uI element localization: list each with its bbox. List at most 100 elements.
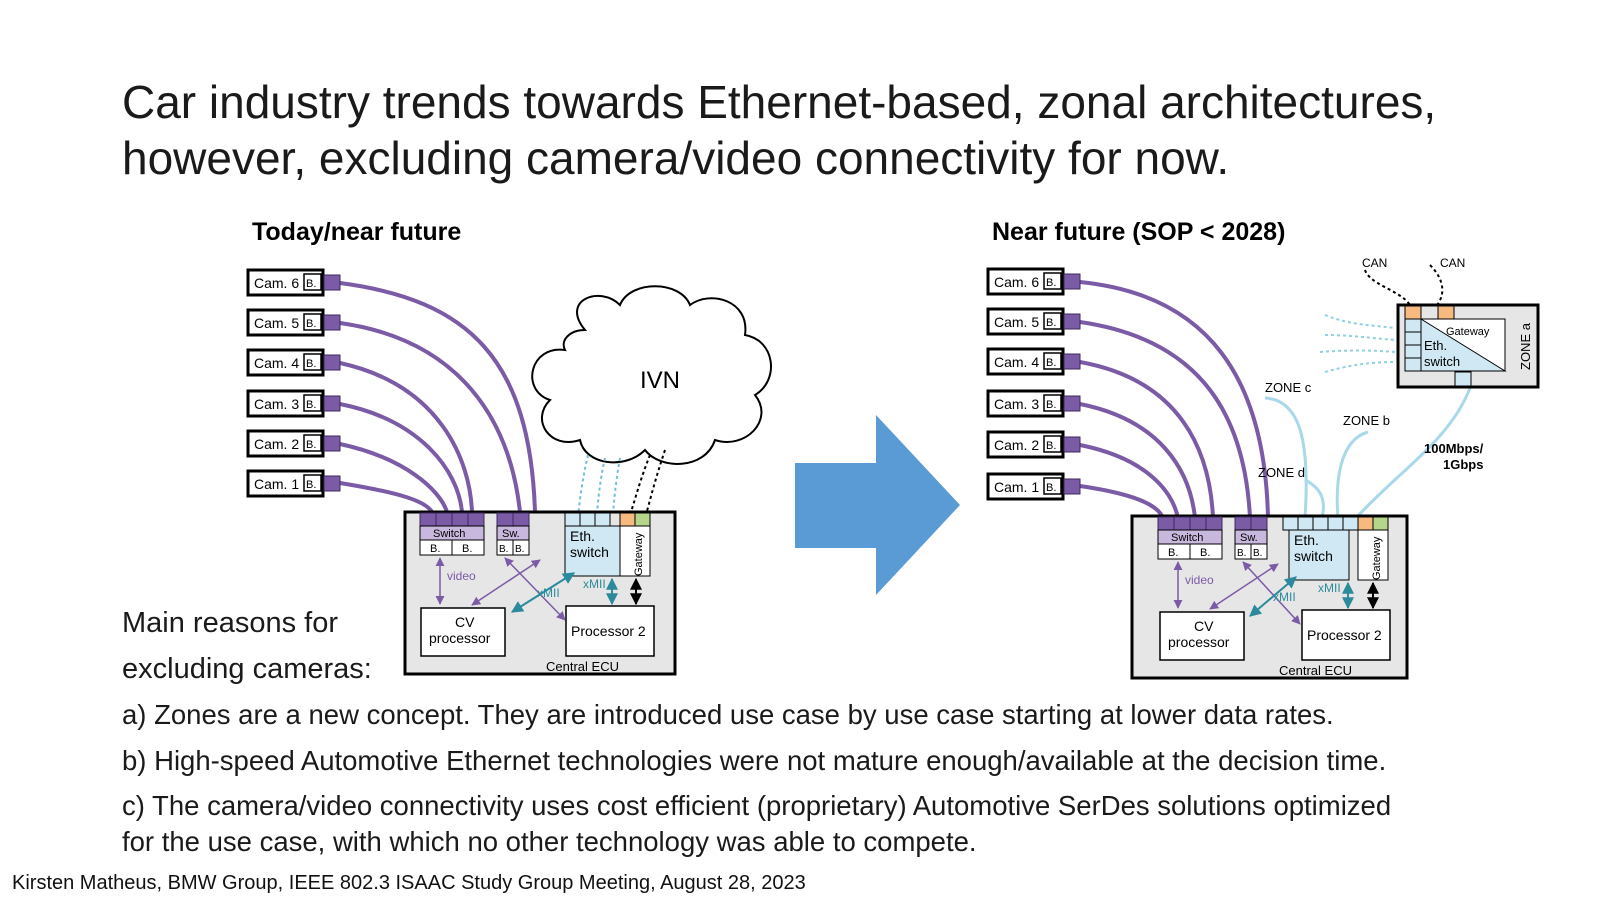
camera-label: Cam. 4 [994, 354, 1039, 370]
camera-1: Cam. 1 B. [986, 472, 1081, 501]
reason-c-line1: c) The camera/video connectivity uses co… [122, 790, 1392, 821]
zone-b-label: ZONE b [1343, 413, 1390, 428]
transition-arrow [795, 415, 960, 595]
xmii-label: xMII [537, 586, 560, 600]
zone-eth-line1: Eth. [1424, 338, 1447, 353]
reasons-intro-line2: excluding cameras: [122, 653, 372, 685]
title-line-2: however, excluding camera/video connecti… [122, 132, 1230, 184]
right-cameras: Cam. 6 B. Cam. 5 B. Cam. 4 B. [986, 267, 1081, 501]
camera-5: Cam. 5 B. [986, 307, 1081, 336]
sw-label: Sw. [1240, 532, 1258, 544]
reasons-intro-line1: Main reasons for [122, 607, 338, 639]
left-cameras: Cam. 6 B. Cam. 5 B. Cam. 4 B. [246, 268, 341, 498]
bridge-label: B. [1046, 482, 1056, 494]
ivn-cloud: IVN [531, 285, 772, 465]
left-central-ecu: Switch B. B. Sw. B. B. Eth. switch Gatew… [403, 510, 677, 676]
zone-a-box: CAN CAN Gateway Eth. switch ZONE a [1319, 256, 1540, 389]
bridge-label: B. [306, 479, 316, 491]
xmii-label: xMII [1273, 590, 1296, 604]
reason-c: c) The camera/video connectivity uses co… [122, 788, 1391, 860]
eth-switch-line2: switch [570, 544, 609, 560]
can-label: CAN [1362, 256, 1387, 270]
zone-d-label: ZONE d [1258, 465, 1305, 480]
camera-label: Cam. 6 [994, 274, 1039, 290]
cv-line1: CV [1194, 618, 1214, 634]
right-diagram: Near future (SOP < 2028) ZONE c ZONE b Z… [986, 218, 1540, 680]
reason-b: b) High-speed Automotive Ethernet techno… [122, 745, 1387, 776]
bridge-label: B. [1046, 399, 1056, 411]
title-line-1: Car industry trends towards Ethernet-bas… [122, 76, 1437, 128]
video-label: video [1185, 573, 1214, 587]
camera-4: Cam. 4 B. [246, 348, 341, 377]
camera-label: Cam. 1 [254, 476, 299, 492]
camera-2: Cam. 2 B. [986, 430, 1081, 459]
camera-label: Cam. 3 [994, 396, 1039, 412]
ecu-label: Central ECU [1279, 663, 1352, 678]
bridge-label: B. [306, 278, 316, 290]
camera-label: Cam. 2 [994, 437, 1039, 453]
left-diagram: Today/near future Cam. 6 B. Cam. 5 [246, 218, 772, 676]
zone-cables [1264, 387, 1472, 520]
bridge-label: B. [1046, 317, 1056, 329]
camera-label: Cam. 5 [254, 315, 299, 331]
eth-switch-line2: switch [1294, 548, 1333, 564]
bridge-label: B. [1168, 547, 1178, 559]
can-label: CAN [1440, 256, 1465, 270]
bridge-label: B. [499, 544, 508, 555]
right-central-ecu: Switch B. B. Sw. B. B. Eth. switch Gatew… [1130, 514, 1409, 680]
camera-1: Cam. 1 B. [246, 469, 341, 498]
bridge-label: B. [1046, 277, 1056, 289]
eth-switch-line1: Eth. [570, 528, 595, 544]
speed-line1: 100Mbps/ [1424, 441, 1484, 456]
camera-label: Cam. 2 [254, 436, 299, 452]
speed-line2: 1Gbps [1443, 457, 1483, 472]
xmii-label: xMII [1318, 581, 1341, 595]
ecu-label: Central ECU [546, 659, 619, 674]
slide-title: Car industry trends towards Ethernet-bas… [122, 74, 1562, 186]
xmii-label: xMII [583, 577, 606, 591]
camera-label: Cam. 5 [994, 314, 1039, 330]
right-heading: Near future (SOP < 2028) [992, 218, 1285, 246]
bridge-label: B. [1237, 548, 1246, 559]
sw-label: Sw. [502, 528, 520, 540]
zone-eth-line2: switch [1424, 354, 1460, 369]
camera-3: Cam. 3 B. [986, 389, 1081, 418]
camera-label: Cam. 3 [254, 396, 299, 412]
camera-label: Cam. 6 [254, 275, 299, 291]
processor2-label: Processor 2 [571, 623, 646, 639]
bridge-label: B. [1046, 357, 1056, 369]
video-label: video [447, 569, 476, 583]
camera-6: Cam. 6 B. [246, 268, 341, 297]
camera-label: Cam. 4 [254, 355, 299, 371]
bridge-label: B. [515, 544, 524, 555]
zone-gateway-label: Gateway [1446, 326, 1490, 338]
switch-label: Switch [433, 528, 465, 540]
camera-5: Cam. 5 B. [246, 308, 341, 337]
bridge-label: B. [306, 399, 316, 411]
left-camera-cables [339, 281, 537, 514]
right-camera-cables [1079, 280, 1270, 519]
camera-label: Cam. 1 [994, 479, 1039, 495]
gateway-label: Gateway [633, 532, 645, 576]
zone-c-label: ZONE c [1265, 380, 1312, 395]
left-heading: Today/near future [252, 218, 461, 246]
switch-label: Switch [1171, 532, 1203, 544]
cv-line1: CV [455, 614, 475, 630]
cv-line2: processor [1168, 634, 1230, 650]
reason-a: a) Zones are a new concept. They are int… [122, 699, 1334, 730]
footer-credit: Kirsten Matheus, BMW Group, IEEE 802.3 I… [12, 872, 806, 894]
cv-line2: processor [429, 630, 491, 646]
camera-4: Cam. 4 B. [986, 347, 1081, 376]
bridge-label: B. [430, 543, 440, 555]
camera-2: Cam. 2 B. [246, 429, 341, 458]
zone-a-label: ZONE a [1518, 322, 1533, 370]
camera-6: Cam. 6 B. [986, 267, 1081, 296]
reasons-intro: Main reasons for excluding cameras: [122, 600, 372, 692]
bridge-label: B. [1046, 440, 1056, 452]
reason-c-line2: for the use case, with which no other te… [122, 826, 977, 857]
gateway-label: Gateway [1371, 536, 1383, 580]
bridge-label: B. [306, 318, 316, 330]
eth-switch-line1: Eth. [1294, 532, 1319, 548]
bridge-label: B. [306, 439, 316, 451]
